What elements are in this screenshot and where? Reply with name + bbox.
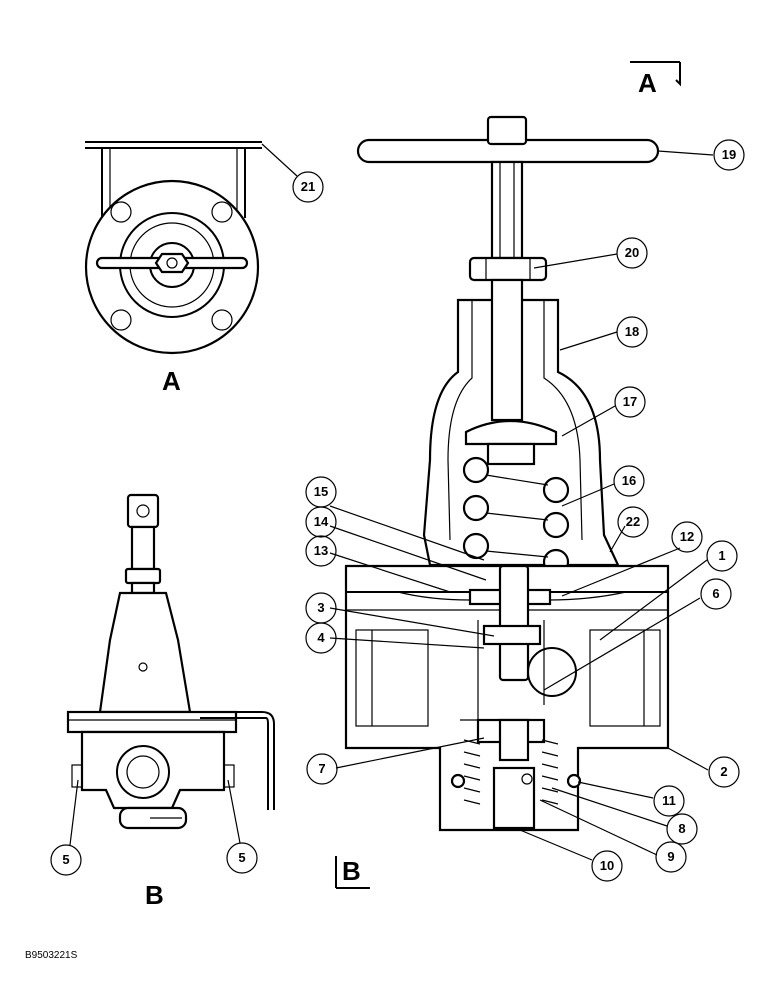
callout-2: 2 — [708, 756, 740, 788]
svg-text:13: 13 — [314, 543, 328, 558]
callout-13: 13 — [305, 535, 337, 567]
callout-8: 8 — [666, 813, 698, 845]
callout-9: 9 — [655, 841, 687, 873]
svg-text:7: 7 — [318, 761, 325, 776]
svg-text:5: 5 — [62, 852, 69, 867]
callout-5-right: 5 — [226, 842, 258, 874]
svg-text:11: 11 — [662, 793, 676, 808]
section-a-label: A — [638, 68, 657, 98]
svg-text:8: 8 — [678, 821, 685, 836]
callout-17: 17 — [614, 386, 646, 418]
callout-14: 14 — [305, 506, 337, 538]
callout-19: 19 — [713, 139, 745, 171]
callout-4: 4 — [305, 622, 337, 654]
svg-text:10: 10 — [600, 858, 614, 873]
view-b-label: B — [145, 880, 164, 910]
callout-22: 22 — [617, 506, 649, 538]
svg-text:1: 1 — [718, 548, 725, 563]
callout-20: 20 — [616, 237, 648, 269]
svg-text:18: 18 — [625, 324, 639, 339]
section-b-label: B — [342, 856, 361, 886]
callout-18: 18 — [616, 316, 648, 348]
svg-text:4: 4 — [317, 630, 325, 645]
svg-text:2: 2 — [720, 764, 727, 779]
callout-6: 6 — [700, 578, 732, 610]
svg-text:17: 17 — [623, 394, 637, 409]
callout-5-left: 5 — [50, 844, 82, 876]
callout-16: 16 — [613, 465, 645, 497]
svg-text:21: 21 — [301, 179, 315, 194]
svg-text:5: 5 — [238, 850, 245, 865]
callout-11: 11 — [653, 785, 685, 817]
callout-7: 7 — [306, 753, 338, 785]
callout-15: 15 — [305, 476, 337, 508]
svg-text:6: 6 — [712, 586, 719, 601]
callout-12: 12 — [671, 521, 703, 553]
svg-text:22: 22 — [626, 514, 640, 529]
svg-text:9: 9 — [667, 849, 674, 864]
svg-text:20: 20 — [625, 245, 639, 260]
view-b-drawing — [66, 493, 275, 830]
svg-text:15: 15 — [314, 484, 328, 499]
view-a-label: A — [162, 366, 181, 396]
section-drawing — [344, 115, 670, 832]
leader-lines — [69, 143, 714, 861]
svg-text:3: 3 — [317, 600, 324, 615]
callout-1: 1 — [706, 540, 738, 572]
section-marker-b: B — [335, 856, 370, 889]
svg-text:14: 14 — [314, 514, 329, 529]
view-a-drawing — [84, 141, 262, 355]
svg-text:16: 16 — [622, 473, 636, 488]
section-marker-a: A — [630, 61, 681, 98]
callout-21: 21 — [292, 171, 324, 203]
figure-id: B9503221S — [25, 950, 78, 961]
svg-text:19: 19 — [722, 147, 736, 162]
callout-10: 10 — [591, 850, 623, 882]
svg-text:12: 12 — [680, 529, 694, 544]
